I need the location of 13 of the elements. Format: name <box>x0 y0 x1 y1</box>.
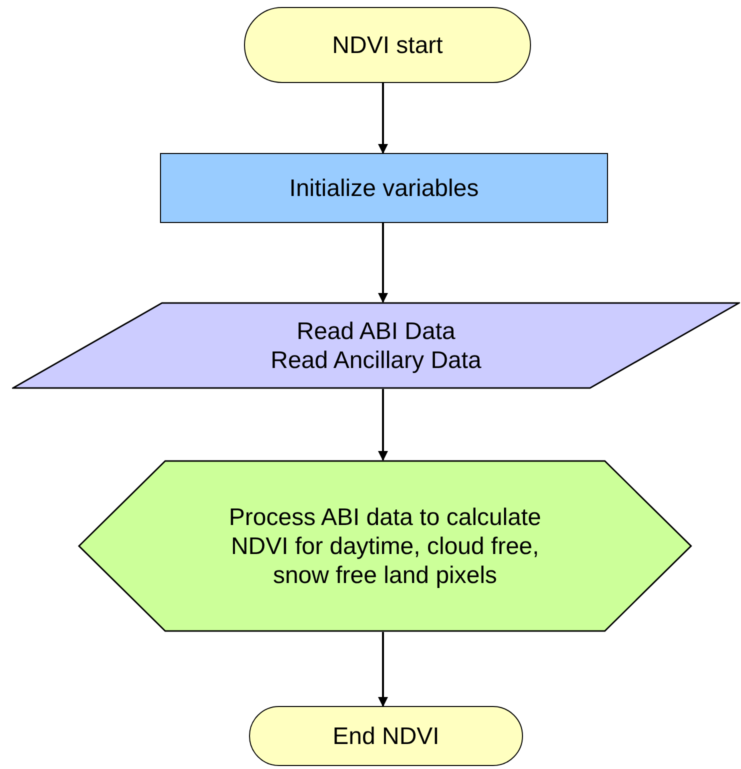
node-label: NDVI start <box>332 30 443 60</box>
node-label: Read ABI Data <box>296 316 456 346</box>
node-label: Read Ancillary Data <box>270 346 482 374</box>
arrow <box>378 83 388 154</box>
input-parallelogram <box>12 302 740 389</box>
arrow <box>378 223 388 303</box>
arrow <box>378 389 388 461</box>
node-label: Process ABI data to calculate NDVI for daytime, cloud free, snow free land pixels <box>228 502 542 590</box>
arrow <box>378 632 388 707</box>
node-label: Initialize variables <box>289 174 479 202</box>
preparation-hexagon <box>78 460 692 632</box>
process-box <box>160 153 608 223</box>
node-label: End NDVI <box>332 722 440 750</box>
